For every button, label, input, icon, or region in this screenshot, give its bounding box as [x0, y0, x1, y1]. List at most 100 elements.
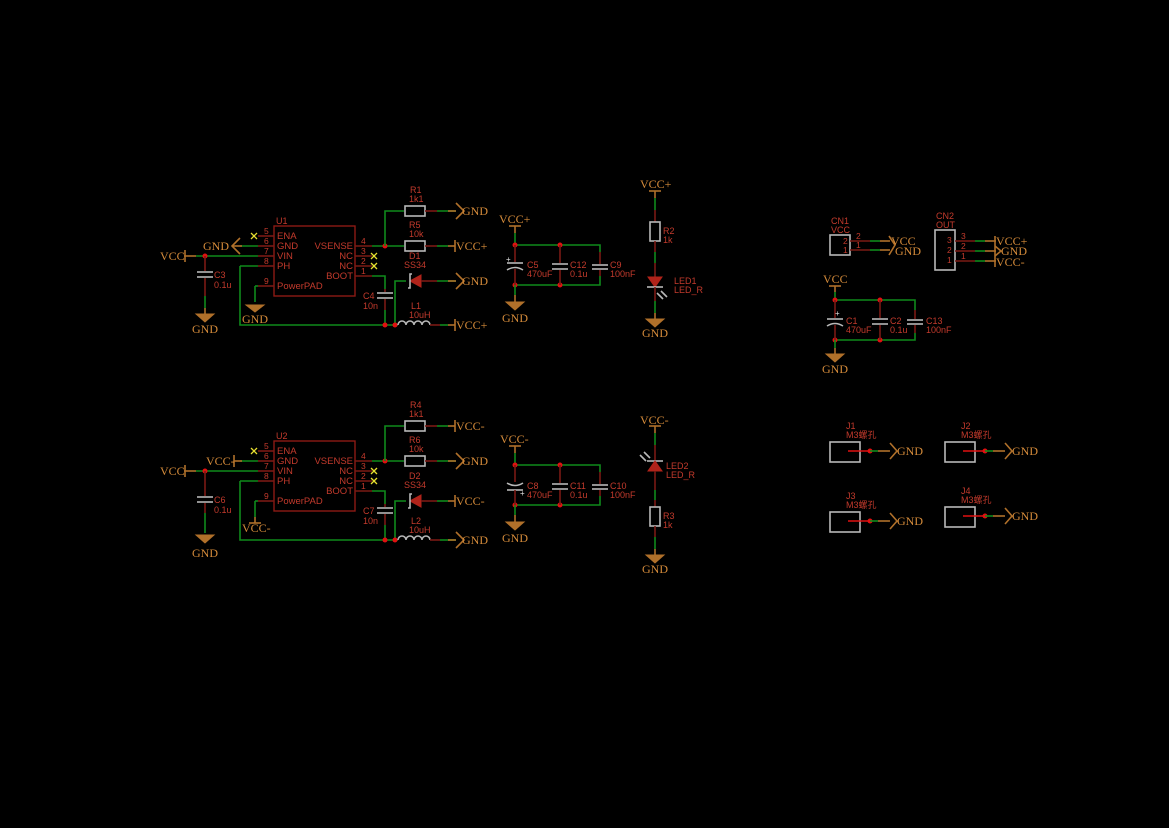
ref-label: R2: [663, 226, 675, 236]
pin-num: 6: [264, 236, 269, 246]
value-label: 1k: [663, 235, 673, 245]
value-label: M3螺孔: [961, 430, 992, 440]
net-label: GND: [895, 244, 921, 258]
value-label: OUT: [936, 220, 956, 230]
capacitor-c3[interactable]: [197, 271, 213, 278]
ground-icon: [504, 295, 526, 311]
inductor-l2[interactable]: [397, 535, 431, 541]
pin-num: 3: [961, 231, 966, 241]
pin-num: 1: [361, 481, 366, 491]
led-led2[interactable]: [639, 451, 663, 472]
net-label: VCC-: [456, 494, 485, 508]
pin-num: 2: [961, 241, 966, 251]
value-label: VCC: [831, 225, 851, 235]
capacitor-c12[interactable]: [552, 263, 568, 270]
pin-name: PH: [277, 261, 290, 272]
net-label: GND: [897, 514, 923, 528]
mounting-hole-j1: J1 M3螺孔 GND: [829, 421, 923, 463]
resistor-r3[interactable]: [649, 506, 661, 527]
pin-num: 8: [264, 471, 269, 481]
ref-label: J1: [846, 421, 856, 431]
junction-dot: [382, 537, 388, 543]
net-label: GND: [897, 444, 923, 458]
ref-label: C13: [926, 316, 943, 326]
pin-num: 1: [856, 240, 861, 250]
connector-cn2: CN2 OUT 3 2 1 3 2 1 VCC+ GND VCC-: [934, 211, 1028, 271]
net-label: GND: [192, 322, 218, 336]
ref-label: D1: [409, 251, 421, 261]
value-label: 0.1u: [214, 280, 232, 290]
mounting-hole-j3: J3 M3螺孔 GND: [829, 491, 923, 533]
net-label: GND: [462, 204, 488, 218]
value-label: 470uF: [846, 325, 872, 335]
value-label: 1k: [663, 520, 673, 530]
ic-u1-body[interactable]: [273, 225, 356, 297]
capacitor-c1[interactable]: +: [826, 309, 844, 327]
ref-label: J3: [846, 491, 856, 501]
ref-label: C10: [610, 481, 627, 491]
capacitor-c5[interactable]: +: [506, 255, 524, 271]
pin-num: 1: [947, 255, 952, 265]
pin-num: 6: [264, 451, 269, 461]
inductor-l1[interactable]: [397, 320, 431, 326]
pin-num: 5: [264, 226, 269, 236]
net-label: VCC+: [996, 234, 1028, 248]
mounting-hole-body[interactable]: [944, 506, 976, 528]
value-label: M3螺孔: [961, 495, 992, 505]
pin-num: 1: [361, 266, 366, 276]
gnd-port-icon: [1004, 507, 1014, 525]
mounting-hole-body[interactable]: [829, 441, 861, 463]
ref-label: C6: [214, 495, 226, 505]
pin-num: 1: [843, 245, 848, 255]
resistor-r2[interactable]: [649, 221, 661, 242]
port-arrow-icon: [888, 235, 896, 256]
value-label: 1k1: [409, 194, 424, 204]
pin-name: VSENSE: [314, 456, 353, 467]
capacitor-c7[interactable]: [377, 507, 393, 514]
capacitor-c6[interactable]: [197, 496, 213, 503]
connector-cn1-body[interactable]: [829, 234, 851, 256]
resistor-r5[interactable]: [404, 240, 426, 252]
ic-u2-body[interactable]: [273, 440, 356, 512]
capacitor-c2[interactable]: [872, 318, 888, 325]
ic-u1-ref: U1: [276, 216, 288, 226]
net-label: VCC-: [996, 255, 1025, 269]
capacitor-c11[interactable]: [552, 483, 568, 490]
pin-num: 2: [361, 256, 366, 266]
value-label: 10n: [363, 516, 378, 526]
capacitor-c10[interactable]: [592, 484, 608, 490]
value-label: SS34: [404, 260, 426, 270]
capacitor-c9[interactable]: [592, 264, 608, 270]
diode-d2[interactable]: [408, 493, 422, 509]
net-label: VCC: [823, 272, 848, 286]
ref-label: CN1: [831, 216, 849, 226]
pin-name: BOOT: [326, 486, 353, 497]
ref-label: L2: [411, 516, 421, 526]
pin-name: NC: [339, 466, 353, 477]
port-arrow-icon: [994, 236, 1003, 267]
junction-dot: [382, 322, 388, 328]
mounting-hole-body[interactable]: [944, 441, 976, 463]
ic-u1-left-pins: 5 6 7 8 9 ENA GND VIN PH PowerPAD: [258, 226, 323, 292]
resistor-r6[interactable]: [404, 455, 426, 467]
ground-icon: [244, 304, 266, 313]
net-label: GND: [192, 546, 218, 560]
cap-bank-vccplus: VCC+ + C5 470uF C12 0.1u: [499, 212, 636, 325]
capacitor-c4[interactable]: [377, 292, 393, 299]
diode-d1[interactable]: [408, 273, 422, 289]
ground-icon: [644, 549, 666, 564]
capacitor-c13[interactable]: [907, 319, 923, 325]
ground-icon: [504, 515, 526, 531]
cap-bank-vcc: VCC + C1 470uF C2 0.1u C13 100nF: [822, 272, 952, 376]
net-label: VCC+: [640, 177, 672, 191]
mounting-hole-body[interactable]: [829, 511, 861, 533]
pin-num: 1: [961, 251, 966, 261]
capacitor-c8[interactable]: +: [506, 482, 525, 498]
resistor-r1[interactable]: [404, 205, 426, 217]
pin-name: NC: [339, 261, 353, 272]
led-led1[interactable]: [647, 276, 668, 300]
connector-cn2-body[interactable]: [934, 229, 956, 271]
resistor-r4[interactable]: [404, 420, 426, 432]
net-label: GND: [822, 362, 848, 376]
